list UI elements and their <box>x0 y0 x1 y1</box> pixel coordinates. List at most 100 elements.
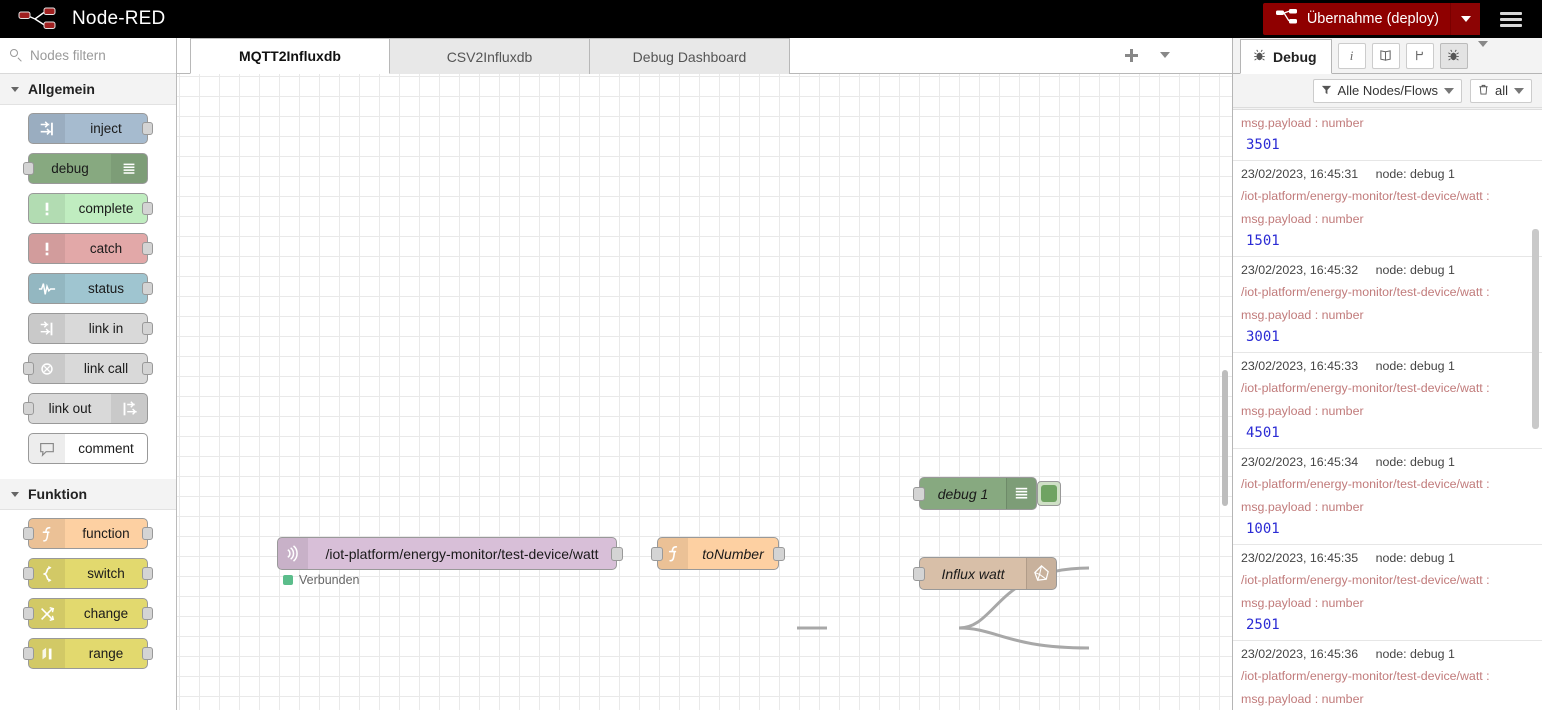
node-output-port[interactable] <box>142 607 153 620</box>
node-output-port[interactable] <box>773 547 785 561</box>
debug-message-property: msg.payload : number <box>1241 500 1364 514</box>
palette-category-funktion[interactable]: Funktion <box>0 479 176 510</box>
palette-category-body: function switch change range <box>0 510 176 684</box>
debug-message-node: node: debug 1 <box>1375 263 1455 277</box>
deploy-button-main[interactable]: Übernahme (deploy) <box>1263 3 1450 35</box>
flow-canvas[interactable]: /iot-platform/energy-monitor/test-device… <box>177 74 1232 710</box>
exclamation-icon <box>29 234 65 263</box>
palette-node-label: link call <box>83 361 129 376</box>
flow-node-status-label: Verbunden <box>299 573 360 587</box>
palette-node-status[interactable]: status <box>28 273 153 304</box>
flow-tab-csv2influxdb[interactable]: CSV2Influxdb <box>390 38 590 74</box>
node-input-port[interactable] <box>23 527 34 540</box>
debug-message-timestamp: 23/02/2023, 16:45:33 <box>1241 359 1359 373</box>
flow-node-influx-watt[interactable]: Influx watt <box>913 557 1057 590</box>
node-input-port[interactable] <box>23 607 34 620</box>
comment-bubble-icon <box>29 434 65 463</box>
influxdb-icon <box>1026 558 1056 589</box>
debug-message-topic: /iot-platform/energy-monitor/test-device… <box>1241 477 1490 491</box>
add-flow-button[interactable] <box>1114 37 1148 73</box>
node-output-port[interactable] <box>142 527 153 540</box>
debug-message-node: node: debug 1 <box>1375 551 1455 565</box>
palette-node-change[interactable]: change <box>23 598 153 629</box>
palette-category-allgemein[interactable]: Allgemein <box>0 74 176 105</box>
debug-node-toggle-button[interactable] <box>1037 481 1061 506</box>
node-output-port[interactable] <box>142 282 153 295</box>
plus-icon <box>1124 48 1138 62</box>
debug-scrollbar-thumb[interactable] <box>1532 229 1539 429</box>
debug-message[interactable]: 23/02/2023, 16:45:34 node: debug 1 /iot-… <box>1233 449 1542 545</box>
node-input-port[interactable] <box>913 567 925 581</box>
function-f-icon <box>658 538 688 569</box>
palette-node-function[interactable]: function <box>23 518 153 549</box>
debug-message-meta: 23/02/2023, 16:45:31 node: debug 1 <box>1241 167 1534 181</box>
flow-node-label: Influx watt <box>941 565 1005 582</box>
flow-tab-debug-dashboard[interactable]: Debug Dashboard <box>590 38 790 74</box>
node-input-port[interactable] <box>23 567 34 580</box>
node-output-port[interactable] <box>142 202 153 215</box>
flow-list-menu-button[interactable] <box>1148 37 1182 73</box>
palette-node-switch[interactable]: switch <box>23 558 153 589</box>
hamburger-menu-icon[interactable] <box>1480 9 1542 30</box>
debug-clear-button[interactable]: all <box>1469 78 1532 103</box>
palette-node-label: link in <box>88 321 124 336</box>
flow-node-debug-1[interactable]: debug 1 <box>913 477 1061 510</box>
node-output-port[interactable] <box>142 567 153 580</box>
bug-icon <box>1253 49 1266 65</box>
canvas-scrollbar[interactable] <box>1220 74 1230 710</box>
debug-message[interactable]: 23/02/2023, 16:45:33 node: debug 1 /iot-… <box>1233 353 1542 449</box>
context-data-icon[interactable] <box>1405 42 1434 69</box>
flow-tab-mqtt2influxdb[interactable]: MQTT2Influxdb <box>190 38 390 74</box>
debug-message[interactable]: 23/02/2023, 16:45:36 node: debug 1 /iot-… <box>1233 641 1542 710</box>
node-output-port[interactable] <box>142 122 153 135</box>
palette-node-link-out[interactable]: link out <box>23 393 148 424</box>
inject-arrow-icon <box>29 114 65 143</box>
node-input-port[interactable] <box>23 647 34 660</box>
help-book-icon[interactable] <box>1371 42 1400 69</box>
debug-message[interactable]: 23/02/2023, 16:45:31 node: debug 1 /iot-… <box>1233 161 1542 257</box>
node-input-port[interactable] <box>913 487 925 501</box>
node-output-port[interactable] <box>142 322 153 335</box>
node-output-port[interactable] <box>142 242 153 255</box>
node-input-port[interactable] <box>23 402 34 415</box>
palette-node-range[interactable]: range <box>23 638 153 669</box>
node-input-port[interactable] <box>23 162 34 175</box>
palette-search-row[interactable] <box>0 38 176 74</box>
deploy-button[interactable]: Übernahme (deploy) <box>1262 3 1480 35</box>
debug-message-property: msg.payload : number <box>1241 596 1364 610</box>
debug-bug-icon[interactable] <box>1439 42 1468 69</box>
debug-message[interactable]: 23/02/2023, 16:45:32 node: debug 1 /iot-… <box>1233 257 1542 353</box>
node-input-port[interactable] <box>23 362 34 375</box>
tab-debug-label: Debug <box>1273 48 1317 65</box>
chevron-down-icon <box>1443 87 1454 94</box>
tab-tools <box>1114 37 1182 73</box>
node-output-port[interactable] <box>611 547 623 561</box>
debug-message[interactable]: 23/02/2023, 16:45:35 node: debug 1 /iot-… <box>1233 545 1542 641</box>
palette-node-inject[interactable]: inject <box>28 113 153 144</box>
flow-tab-label: Debug Dashboard <box>632 48 747 65</box>
deploy-dropdown-button[interactable] <box>1450 3 1480 35</box>
info-icon[interactable]: i <box>1337 42 1366 69</box>
flow-node-tonumber[interactable]: toNumber <box>651 537 785 570</box>
node-output-port[interactable] <box>142 362 153 375</box>
palette-node-comment[interactable]: comment <box>28 433 148 464</box>
node-output-port[interactable] <box>142 647 153 660</box>
debug-scrollbar[interactable] <box>1530 109 1541 710</box>
palette-node-catch[interactable]: catch <box>28 233 153 264</box>
tab-debug[interactable]: Debug <box>1240 39 1332 74</box>
canvas-scrollbar-thumb[interactable] <box>1222 370 1228 506</box>
deploy-icon <box>1275 9 1298 29</box>
palette-node-complete[interactable]: complete <box>28 193 153 224</box>
node-input-port[interactable] <box>651 547 663 561</box>
palette-node-debug[interactable]: debug <box>23 153 148 184</box>
search-input[interactable] <box>30 48 166 63</box>
debug-message-value: 4501 <box>1246 425 1280 441</box>
palette-node-link-in[interactable]: link in <box>28 313 153 344</box>
flow-node-mqtt-in[interactable]: /iot-platform/energy-monitor/test-device… <box>277 537 623 570</box>
debug-filter-select[interactable]: Alle Nodes/Flows <box>1312 78 1462 103</box>
sidebar-more-button[interactable] <box>1477 40 1488 65</box>
main-body: Allgemein inject debug complete catch statu… <box>0 38 1542 710</box>
palette-node-link-call[interactable]: link call <box>23 353 153 384</box>
